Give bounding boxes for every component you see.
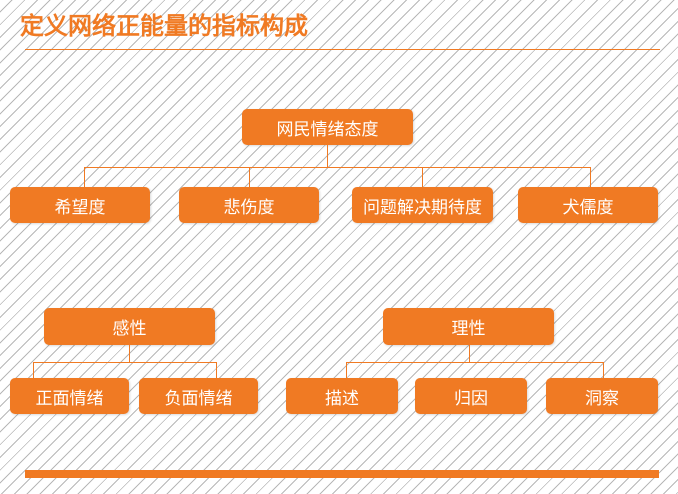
title-divider: [25, 49, 660, 50]
node-root: 网民情绪态度: [242, 109, 413, 145]
node-hope: 希望度: [10, 187, 150, 223]
node-insight: 洞察: [546, 378, 658, 414]
node-attribution: 归因: [415, 378, 527, 414]
connector: [590, 167, 591, 187]
node-problem-solving: 问题解决期待度: [352, 187, 493, 223]
connector: [33, 362, 34, 378]
connector: [216, 362, 217, 378]
connector: [603, 362, 604, 378]
connector: [469, 345, 470, 362]
page-title: 定义网络正能量的指标构成: [20, 12, 308, 40]
node-cynicism: 犬儒度: [518, 187, 658, 223]
node-negative-emotion: 负面情绪: [139, 378, 258, 414]
connector: [422, 167, 423, 187]
node-sadness: 悲伤度: [179, 187, 319, 223]
connector: [327, 145, 328, 167]
connector: [84, 167, 591, 168]
node-emotional: 感性: [44, 308, 215, 345]
connector: [249, 167, 250, 187]
node-rational: 理性: [383, 308, 554, 345]
connector: [129, 345, 130, 362]
connector: [84, 167, 85, 187]
connector: [346, 362, 604, 363]
connector: [33, 362, 217, 363]
node-positive-emotion: 正面情绪: [10, 378, 129, 414]
footer-bar: [25, 470, 659, 478]
node-description: 描述: [286, 378, 398, 414]
connector: [346, 362, 347, 378]
